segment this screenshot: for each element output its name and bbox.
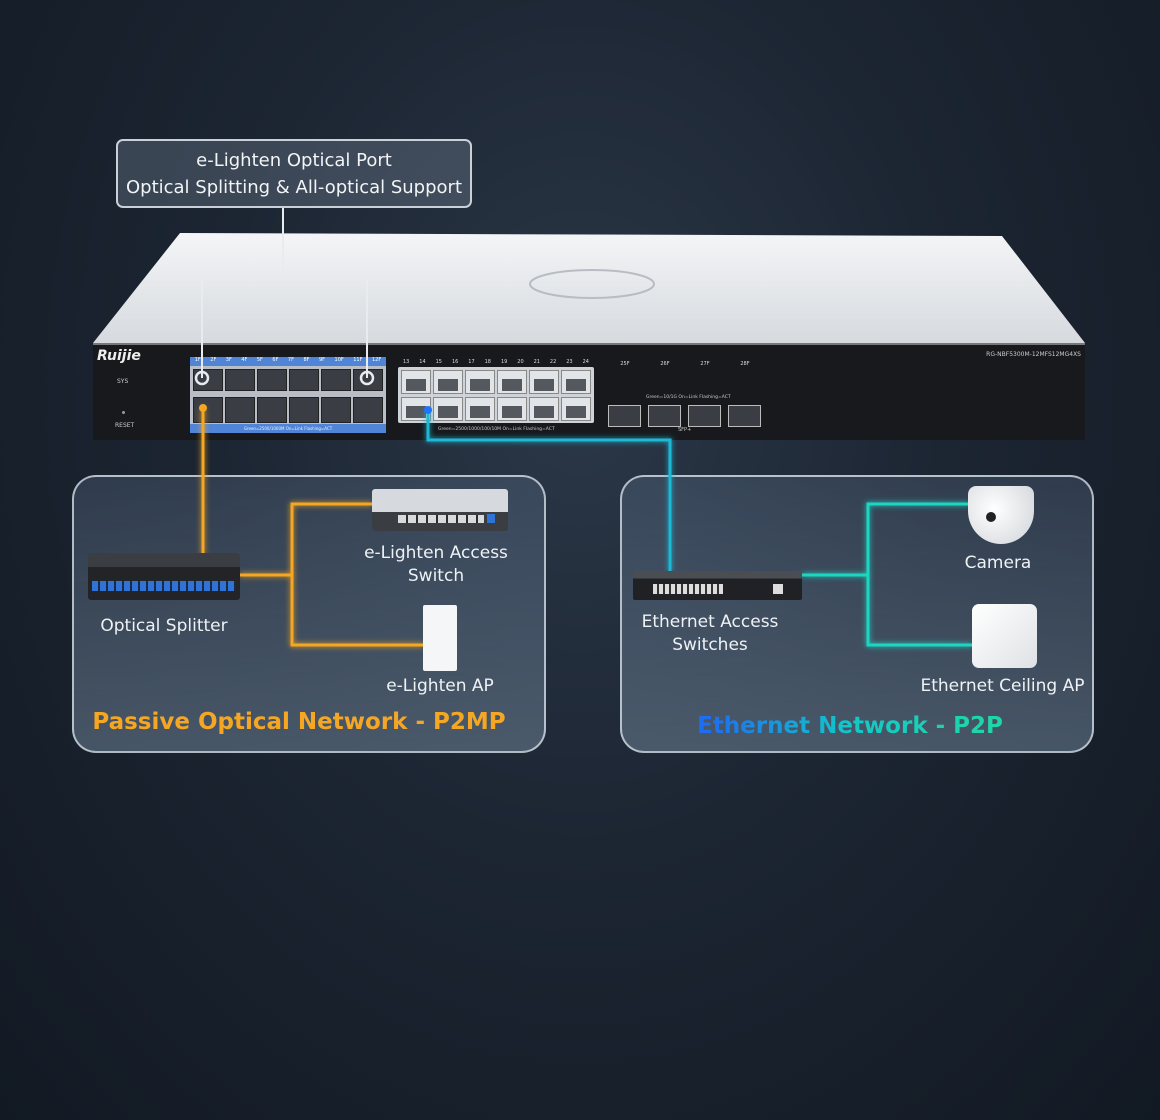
ethernet-port[interactable]: [529, 370, 559, 394]
optical-port[interactable]: [289, 369, 319, 391]
ethernet-port-block: [398, 367, 594, 423]
brand-logo: Ruijie: [97, 348, 141, 364]
elighten-ap-image: [423, 605, 457, 671]
model-number: RG-NBF5300M-12MFS12MG4XS: [986, 351, 1081, 358]
camera-image: [968, 486, 1034, 544]
optical-port[interactable]: [321, 397, 351, 423]
sys-label: SYS: [117, 378, 129, 385]
sfp-port[interactable]: [648, 405, 681, 427]
port-label: 7F: [287, 357, 294, 363]
ceiling-ap-image: [972, 604, 1037, 668]
port-label: 21: [533, 359, 540, 365]
ethernet-port[interactable]: [497, 397, 527, 421]
camera-label: Camera: [964, 553, 1032, 573]
optical-port[interactable]: [257, 397, 287, 423]
ethernet-title: Ethernet Network - P2P: [620, 715, 1080, 738]
port-label: 25F: [620, 361, 630, 367]
ethernet-legend: Green=2500/1000/100/10M On=Link Flashing…: [438, 427, 555, 432]
switch-front-panel: Ruijie SYS RESET 1F 2F 3F 4F 5F 6F 7F 8F 9F 10F 11…: [93, 343, 1085, 440]
optical-port[interactable]: [289, 397, 319, 423]
port-label: 3F: [225, 357, 232, 363]
port-label: 1F: [194, 357, 201, 363]
port-label: 19: [500, 359, 508, 365]
optical-port[interactable]: [225, 369, 255, 391]
sfp-group-label: SFP+: [678, 427, 692, 433]
ceiling-ap-label: Ethernet Ceiling AP: [920, 676, 1085, 696]
optical-splitter-image: [88, 553, 240, 600]
optical-port[interactable]: [321, 369, 351, 391]
ethernet-port[interactable]: [497, 370, 527, 394]
optical-port[interactable]: [225, 397, 255, 423]
optical-port-block: 1F 2F 3F 4F 5F 6F 7F 8F 9F 10F 11F 12F Green=2500/1…: [190, 357, 386, 433]
port-label: 4F: [241, 357, 248, 363]
ethernet-switches-label: Ethernet Access Switches: [641, 612, 779, 655]
port-label: 27F: [700, 361, 710, 367]
port-label: 11F: [353, 357, 363, 363]
ethernet-port[interactable]: [401, 397, 431, 421]
sfp-port[interactable]: [728, 405, 761, 427]
port-label: 14: [419, 359, 426, 365]
port-label: 10F: [334, 357, 344, 363]
ethernet-port[interactable]: [561, 370, 591, 394]
optical-port[interactable]: [353, 369, 383, 391]
callout-line2: Optical Splitting & All-optical Support: [125, 177, 463, 198]
elighten-access-switch-label: e-Lighten Access Switch: [364, 543, 508, 586]
port-label: 13: [402, 359, 410, 365]
ethernet-port[interactable]: [465, 370, 495, 394]
ethernet-port[interactable]: [433, 370, 463, 394]
port-label: 5F: [256, 357, 263, 363]
sfp-port[interactable]: [688, 405, 721, 427]
port-label: 16: [451, 359, 459, 365]
port-label: 20: [517, 359, 524, 365]
port-label: 8F: [303, 357, 310, 363]
optical-port[interactable]: [257, 369, 287, 391]
sfp-port-labels: 25F 26F 27F 28F: [605, 361, 765, 367]
port-label: 28F: [740, 361, 750, 367]
ethernet-port-labels: 13 14 15 16 17 18 19 20 21 22 23 24: [398, 359, 594, 365]
ethernet-port[interactable]: [465, 397, 495, 421]
port-label: 26F: [660, 361, 670, 367]
port-label: 6F: [272, 357, 279, 363]
elighten-ap-label: e-Lighten AP: [386, 676, 494, 696]
ethernet-port[interactable]: [401, 370, 431, 394]
port-label: 18: [484, 359, 491, 365]
ethernet-port[interactable]: [561, 397, 591, 421]
port-label: 15: [435, 359, 442, 365]
elighten-access-switch-image: [372, 489, 508, 531]
optical-port-labels: 1F 2F 3F 4F 5F 6F 7F 8F 9F 10F 11F 12F: [190, 357, 386, 366]
ethernet-port[interactable]: [529, 397, 559, 421]
port-label: 2F: [210, 357, 217, 363]
port-label: 23: [566, 359, 573, 365]
ethernet-access-switch-image: [633, 571, 802, 600]
optical-port-callout: e-Lighten Optical Port Optical Splitting…: [116, 139, 472, 208]
callout-line1: e-Lighten Optical Port: [196, 150, 392, 171]
reset-label: RESET: [115, 422, 135, 429]
optical-legend: Green=2500/1000M On=Link Flashing=ACT: [190, 424, 386, 433]
port-label: 17: [468, 359, 475, 365]
optical-port[interactable]: [193, 397, 223, 423]
sfp-legend: Green=10/1G On=Link Flashing=ACT: [646, 395, 731, 400]
port-label: 12F: [371, 357, 382, 363]
ethernet-port[interactable]: [433, 397, 463, 421]
sfp-port[interactable]: [608, 405, 641, 427]
pon-title: Passive Optical Network - P2MP: [92, 709, 506, 735]
port-label: 24: [582, 359, 589, 365]
reset-button[interactable]: [122, 411, 125, 414]
optical-port[interactable]: [353, 397, 383, 423]
port-label: 22: [549, 359, 557, 365]
port-label: 9F: [318, 357, 326, 363]
optical-port[interactable]: [193, 369, 223, 391]
optical-splitter-label: Optical Splitter: [100, 616, 228, 636]
